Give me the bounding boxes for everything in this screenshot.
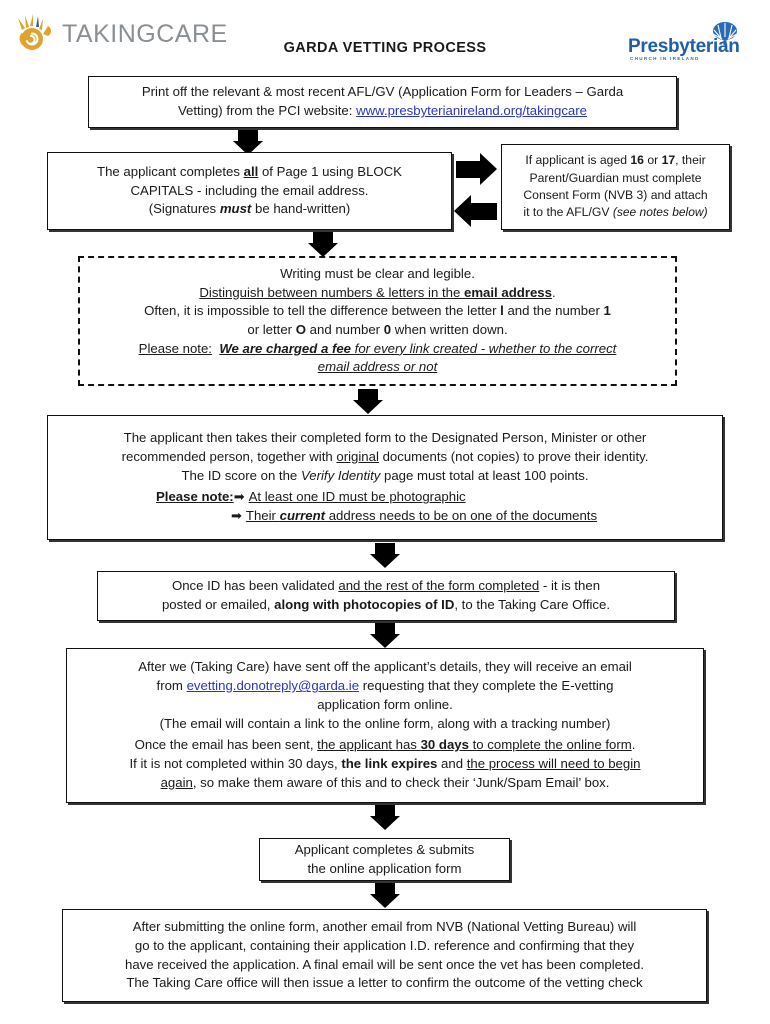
step-1-line-2: Vetting) from the PCI website: www.presb… [177,103,587,118]
burning-bush-icon [708,18,742,51]
step-6-line-7: again, so make them aware of this and to… [160,774,610,790]
side-line-2: Parent/Guardian must complete [529,170,702,185]
step-7-line-1: Applicant completes & submits [294,841,475,857]
takingcare-wordmark: TAKINGCARE [62,19,228,48]
step-3-line-3: Often, it is impossible to tell the diff… [144,303,611,319]
step-2-side-under-18-consent: If applicant is aged 16 or 17, their Par… [501,144,730,230]
step-8-nvb-confirmation: After submitting the online form, anothe… [62,909,707,1002]
step-4-note-row-1: Please note: ➡ At least one ID must be p… [58,488,712,507]
step-7-line-2: the online application form [307,860,462,876]
step-8-line-1: After submitting the online form, anothe… [132,919,637,935]
step-8-line-4: The Taking Care office will then issue a… [126,975,643,991]
evetting-email-link[interactable]: evetting.donotreply@garda.ie [186,678,360,694]
step-4-line-2: recommended person, together with origin… [121,448,649,464]
step-4-line-3: The ID score on the Verify Identity page… [181,467,589,483]
side-line-1: If applicant is aged 16 or 17, their [525,153,706,168]
step-1-print-form: Print off the relevant & most recent AFL… [88,76,677,128]
right-arrow-icon: ➡ [233,489,245,505]
step-3-line-6: email address or not [317,359,438,375]
step-7-submit-online-form: Applicant completes & submits the online… [259,838,510,881]
step-6-line-1: After we (Taking Care) have sent off the… [138,659,632,675]
step-6-line-3: application form online. [317,696,453,712]
takingcare-logo: TAKINGCARE [12,12,228,56]
presbyterian-wordmark: Presbyterian [628,36,740,57]
step-5-line-1: Once ID has been validated and the rest … [171,578,601,594]
step-5-post-or-email: Once ID has been validated and the rest … [97,571,675,621]
right-arrow-icon-2: ➡ [231,508,242,524]
side-line-3: Consent Form (NVB 3) and attach [523,188,708,202]
page-title: GARDA VETTING PROCESS [283,40,487,56]
presbyterian-logo: Presbyterian CHURCH IN IRELAND [628,22,748,66]
step-2-complete-page1: The applicant completes all of Page 1 us… [47,152,452,230]
step-3-line-2: Distinguish between numbers & letters in… [199,284,556,300]
step-2-line-2: CAPITALS - including the email address. [130,182,369,198]
step-4-verify-identity: The applicant then takes their completed… [47,415,723,540]
step-1-line-1: Print off the relevant & most recent AFL… [141,84,624,100]
step-3-line-5: Please note: We are charged a fee for ev… [138,340,617,356]
side-line-4: it to the AFL/GV (see notes below) [523,205,708,220]
step-2-line-1: The applicant completes all of Page 1 us… [97,163,402,179]
page-header: TAKINGCARE GARDA VETTING PROCESS Presbyt… [0,0,770,72]
step-6-line-4: (The email will contain a link to the on… [159,715,611,731]
step-6-line-5: Once the email has been sent, the applic… [134,737,636,753]
step-4-note-1: At least one ID must be photographic [248,489,466,505]
step-3-legibility-note: Writing must be clear and legible. Disti… [78,256,677,386]
step-3-line-4: or letter O and number 0 when written do… [247,322,508,337]
step-3-line-1: Writing must be clear and legible. [280,265,475,281]
step-4-note-row-2: ➡ Their current address needs to be on o… [58,507,712,526]
step-6-evetting-email: After we (Taking Care) have sent off the… [66,648,704,803]
presbyterian-subtitle: CHURCH IN IRELAND [630,56,700,61]
step-2-line-3: (Signatures must be hand-written) [148,201,351,217]
step-4-line-1: The applicant then takes their completed… [123,430,647,446]
please-note-label: Please note: [156,489,234,505]
hand-spiral-icon [12,12,58,56]
step-6-line-6: If it is not completed within 30 days, t… [129,756,641,772]
step-8-line-2: go to the applicant, containing their ap… [134,937,635,953]
pci-website-link[interactable]: www.presbyterianireland.org/takingcare [356,103,587,118]
step-5-line-2: posted or emailed, along with photocopie… [161,597,611,612]
step-6-line-2: from evetting.donotreply@garda.ie reques… [156,678,614,694]
step-8-line-3: have received the application. A final e… [124,956,645,972]
